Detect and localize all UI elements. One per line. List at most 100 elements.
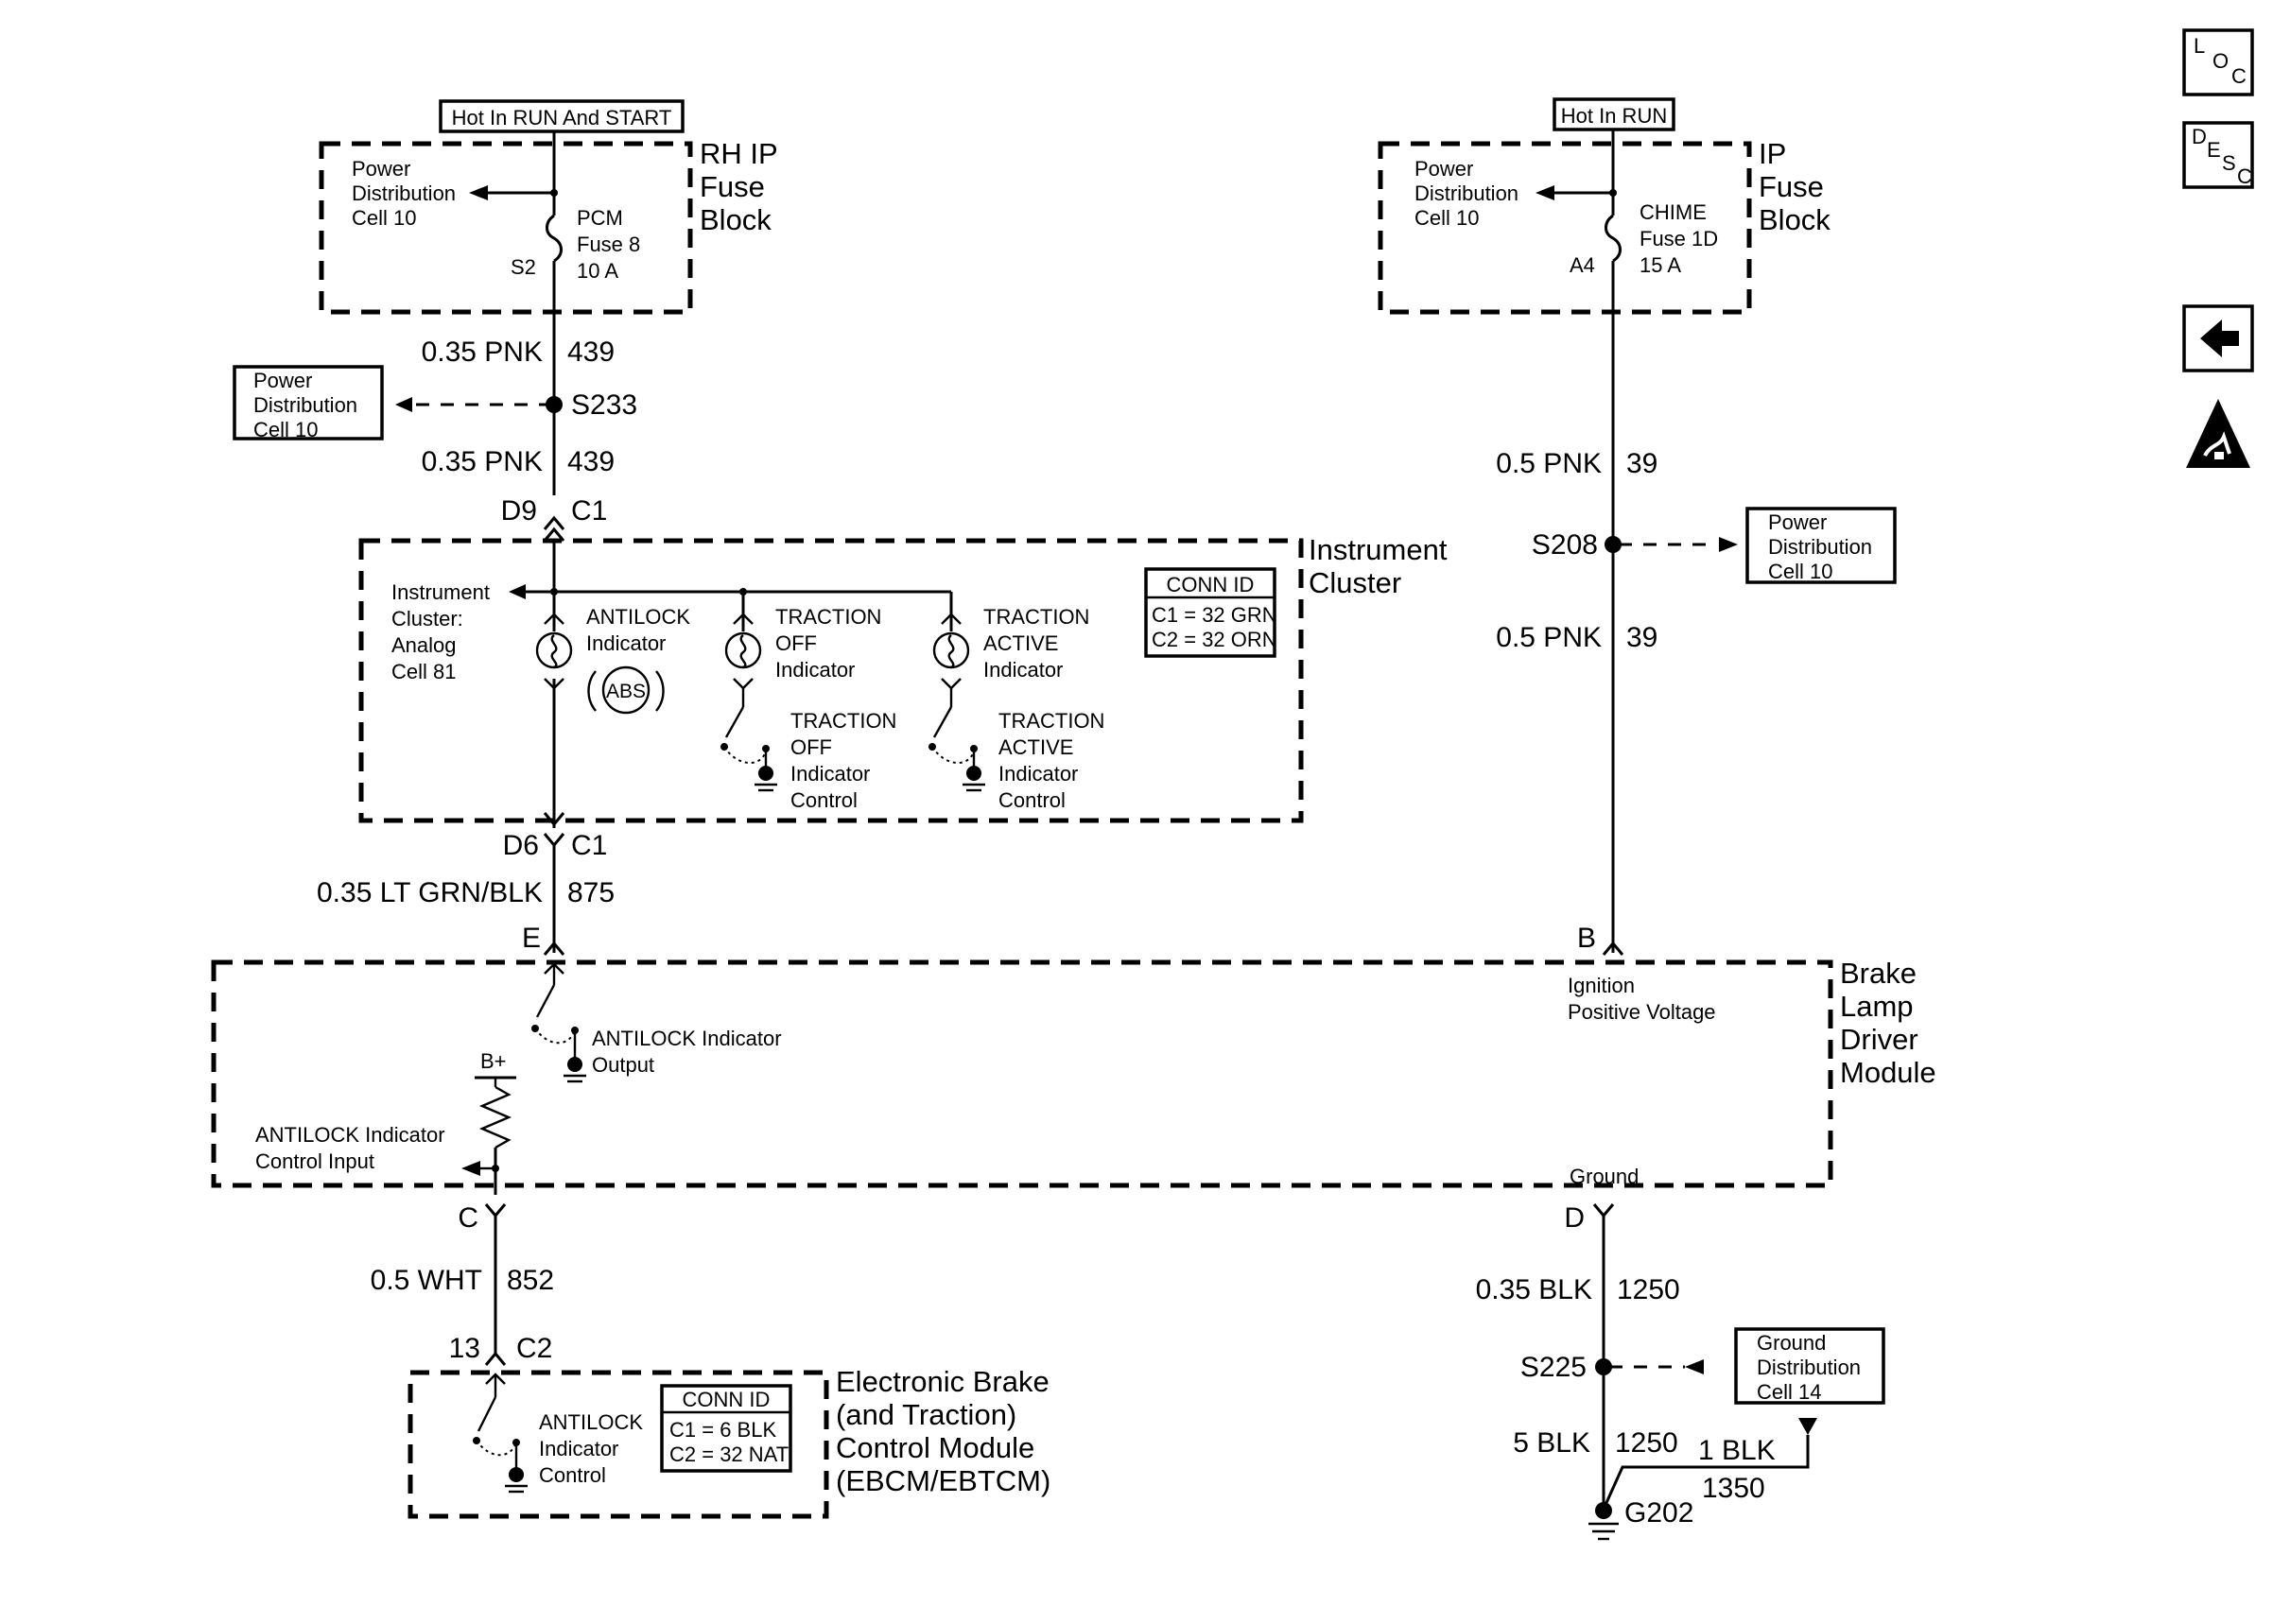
desc-letter-e: E [2207, 138, 2221, 162]
pcm-fuse-icon [546, 214, 563, 263]
cluster-bottom-conn: C1 [571, 830, 607, 861]
traction-active-control-1: TRACTION [998, 709, 1104, 733]
chime-fuse-name: CHIME [1640, 200, 1707, 224]
s225-arrow-icon [1685, 1359, 1704, 1374]
wire-1350-size: 1 BLK [1698, 1435, 1776, 1466]
desc-letter-d: D [2192, 125, 2207, 148]
splice-s233-label: S233 [571, 389, 637, 421]
splice-s233 [546, 396, 563, 413]
pcm-fuse-number: Fuse 8 [577, 233, 640, 256]
splice-s225 [1595, 1358, 1612, 1375]
pcm-fuse-rating: 10 A [577, 259, 618, 283]
control-input-label-2: Control Input [255, 1149, 374, 1173]
abs-symbol-icon: ABS [587, 665, 665, 715]
brake-module-pin-c: C [458, 1202, 478, 1234]
esd-warning-icon[interactable] [2186, 399, 2250, 468]
antilock-output-switch-icon [535, 984, 556, 1018]
traction-off-label-3: Indicator [775, 658, 855, 682]
rh-ip-fuse-block [319, 141, 693, 315]
brake-module-pin-d: D [1564, 1202, 1585, 1234]
rh-ip-fuse-block-title-1: RH IP [700, 137, 778, 170]
s233-ref-2: Distribution [253, 393, 357, 417]
wire-875-size: 0.35 LT GRN/BLK [317, 877, 543, 908]
wire-875-circuit: 875 [567, 877, 615, 908]
ebcm-conn-id-box [660, 1384, 792, 1473]
hot-in-run-start-label: Hot In RUN And START [452, 106, 672, 130]
ip-pd-ref-1: Power [1414, 157, 1473, 181]
s208-ref-2: Distribution [1768, 535, 1872, 559]
ebcm-title-3: Control Module [836, 1431, 1034, 1464]
wire-439-size-1: 0.35 PNK [422, 337, 543, 368]
cluster-ref-1: Instrument [391, 580, 490, 604]
ip-fuse-block-title-3: Block [1759, 203, 1831, 236]
instrument-cluster [358, 538, 1304, 823]
ignition-label-1: Ignition [1568, 974, 1635, 997]
hot-in-run-start-box [439, 99, 685, 133]
loc-letter-o: O [2212, 49, 2229, 73]
cluster-ref-3: Analog [391, 633, 457, 657]
cluster-bottom-pin: D6 [503, 830, 539, 861]
ip-pd-ref-2: Distribution [1414, 181, 1518, 205]
ip-fuse-block-title-2: Fuse [1759, 170, 1824, 203]
back-arrow-button[interactable] [2182, 304, 2254, 372]
s233-pd-ref-box [233, 365, 384, 441]
brake-module-title-2: Lamp [1840, 990, 1914, 1023]
cluster-top-conn: C1 [571, 495, 607, 527]
abs-symbol-text: ABS [606, 681, 646, 702]
traction-off-label-2: OFF [775, 631, 817, 655]
antilock-label-2: Indicator [586, 631, 666, 655]
antilock-output-ground-icon [567, 1057, 582, 1072]
traction-active-control-4: Control [998, 788, 1066, 812]
ip-pd-arrow-icon [1536, 185, 1554, 200]
loc-button[interactable]: L O C [2182, 28, 2254, 96]
wire-1350-arrow-icon [1798, 1418, 1817, 1435]
loc-letter-l: L [2194, 34, 2205, 58]
traction-active-ground-icon [966, 766, 981, 781]
wire-39-size-2: 0.5 PNK [1496, 622, 1602, 653]
ebcm-pin: 13 [449, 1333, 480, 1364]
traction-active-control-2: ACTIVE [998, 735, 1073, 759]
hot-in-run-label: Hot In RUN [1561, 104, 1667, 128]
ebcm-conn-id-c1: C1 = 6 BLK [669, 1418, 776, 1442]
ebcm-ground-icon [509, 1467, 524, 1482]
traction-off-control-2: OFF [790, 735, 832, 759]
chime-fuse-number: Fuse 1D [1640, 227, 1718, 251]
control-input-arrow-icon [461, 1161, 480, 1176]
traction-off-control-3: Indicator [790, 762, 870, 786]
ip-fuse-block [1378, 141, 1752, 315]
s233-ref-1: Power [253, 369, 312, 392]
s225-ref-2: Distribution [1757, 1356, 1861, 1379]
s233-ref-3: Cell 10 [253, 418, 318, 441]
traction-off-ground-icon [758, 766, 773, 781]
wire-1250-size-2: 5 BLK [1513, 1427, 1590, 1459]
wire-1250-circuit-1: 1250 [1617, 1274, 1680, 1305]
ebcm-title-2: (and Traction) [836, 1398, 1016, 1431]
ebcm-conn-id-title: CONN ID [683, 1388, 771, 1411]
traction-off-control-1: TRACTION [790, 709, 896, 733]
s208-ref-3: Cell 10 [1768, 560, 1832, 583]
instrument-cluster-title-2: Cluster [1309, 566, 1401, 599]
desc-button[interactable]: D E S C [2182, 121, 2254, 189]
wire-39-circuit-1: 39 [1626, 448, 1657, 479]
rh-ip-fuse-block-title-2: Fuse [700, 170, 765, 203]
wire-39-size-1: 0.5 PNK [1496, 448, 1602, 479]
ebcm-antilock-control-2: Indicator [539, 1437, 618, 1460]
splice-s208-label: S208 [1532, 529, 1598, 561]
ebcm-antilock-control-1: ANTILOCK [539, 1410, 643, 1434]
brake-module-title-4: Module [1840, 1056, 1936, 1089]
wire-1350-circuit: 1350 [1702, 1473, 1765, 1504]
brake-module-title-1: Brake [1840, 957, 1917, 990]
splice-s225-label: S225 [1520, 1352, 1587, 1383]
desc-letter-c: C [2237, 164, 2252, 188]
ebcm-module [408, 1370, 829, 1519]
traction-active-switch-icon [932, 706, 953, 738]
pullup-resistor-icon [478, 1085, 512, 1149]
desc-letter-s: S [2222, 151, 2236, 175]
brake-lamp-driver-module [211, 959, 1833, 1188]
traction-active-control-3: Indicator [998, 762, 1078, 786]
g202-label: G202 [1624, 1497, 1693, 1529]
traction-off-switch-icon [724, 706, 745, 738]
loc-letter-c: C [2231, 64, 2247, 88]
hot-in-run-box [1553, 97, 1675, 131]
